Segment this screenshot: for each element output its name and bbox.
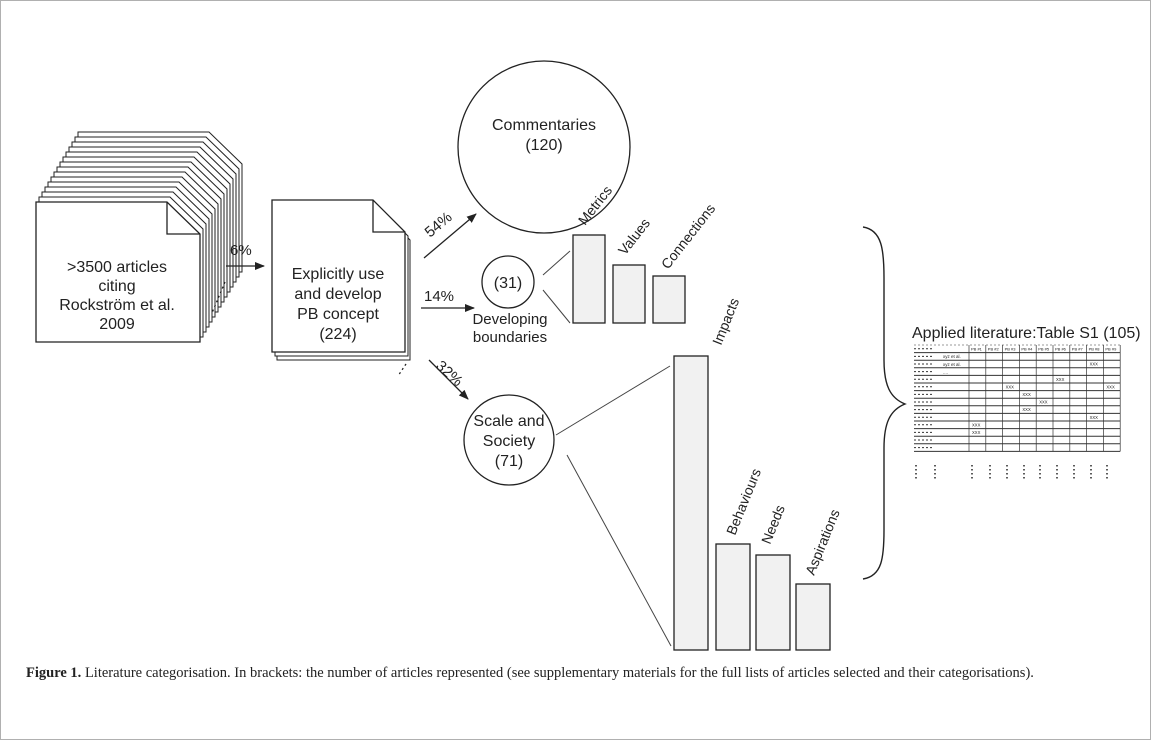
source-text-line-4: 2009 bbox=[99, 316, 135, 333]
source-text-line-3: Rockström et al. bbox=[59, 297, 175, 314]
scale-label-line-3: (71) bbox=[495, 453, 523, 470]
table-col-header: PB #2 bbox=[988, 347, 1000, 352]
branch-commentaries: 54% Commentaries (120) bbox=[422, 60, 631, 259]
table-col-header: PB #5 bbox=[1038, 347, 1050, 352]
table-cell-mark: XXX bbox=[1106, 384, 1115, 389]
source-text-line-1: >3500 articles bbox=[67, 259, 167, 276]
arrow-to-pb: 6% bbox=[211, 242, 265, 314]
pb-text-line-3: PB concept bbox=[297, 306, 379, 323]
bar-metrics bbox=[572, 234, 606, 324]
caption-label: Figure 1. bbox=[26, 665, 82, 681]
table-cell-mark: XXX bbox=[1022, 407, 1031, 412]
developing-circle bbox=[481, 255, 535, 309]
bar-label-values: Values bbox=[615, 215, 653, 258]
developing-count: (31) bbox=[494, 275, 522, 292]
table-title: Applied literature:Table S1 (105) bbox=[912, 325, 1141, 342]
table-row-label: xyz et al. bbox=[943, 354, 961, 359]
table-col-header: PB #3 bbox=[1005, 347, 1017, 352]
bar-label-needs: Needs bbox=[758, 503, 788, 547]
table-grid: PB #1 PB #2 PB #3 PB #4 PB #5 PB #6 PB #7 PB #8… bbox=[914, 344, 1121, 481]
bar-needs bbox=[755, 554, 791, 651]
figure-caption: Figure 1. Literature categorisation. In … bbox=[26, 663, 1126, 683]
pb-concept-document: Explicitly use and develop PB concept (2… bbox=[271, 199, 411, 377]
table-row-label: xyz et al. bbox=[943, 362, 961, 367]
curly-brace bbox=[862, 226, 907, 580]
scale-label-line-1: Scale and bbox=[473, 413, 544, 430]
table-cell-mark: XXX bbox=[972, 422, 981, 427]
percent-32: 32% bbox=[432, 357, 466, 390]
table-cell-mark: XXX bbox=[1056, 377, 1065, 382]
scale-label-line-2: Society bbox=[483, 433, 535, 450]
bar-impacts bbox=[673, 355, 709, 651]
developing-label-line-1: Developing bbox=[472, 311, 547, 328]
bar-label-aspirations: Aspirations bbox=[802, 507, 843, 577]
table-cell-mark: XXX bbox=[972, 430, 981, 435]
table-cell-mark: XXX bbox=[1006, 384, 1015, 389]
caption-text: Literature categorisation. In brackets: … bbox=[81, 665, 1034, 681]
table-cell-mark: XXX bbox=[1090, 362, 1099, 367]
table-col-header: PB #6 bbox=[1055, 347, 1067, 352]
bar-label-behaviours: Behaviours bbox=[723, 466, 764, 537]
table-col-header: PB #9 bbox=[1105, 347, 1117, 352]
scale-society-circle bbox=[463, 394, 555, 486]
source-text-line-2: citing bbox=[98, 278, 135, 295]
commentaries-label: Commentaries bbox=[492, 117, 596, 134]
bar-label-connections: Connections bbox=[658, 201, 719, 272]
bar-values bbox=[612, 264, 646, 324]
source-document: >3500 articles citing Rockström et al. 2… bbox=[35, 201, 201, 343]
table-col-header: PB #7 bbox=[1072, 347, 1084, 352]
table-cell-mark: XXX bbox=[1039, 400, 1048, 405]
table-col-header: PB #8 bbox=[1089, 347, 1101, 352]
table-cell-mark: XXX bbox=[1022, 392, 1031, 397]
pb-text-line-2: and develop bbox=[294, 286, 381, 303]
developing-label-line-2: boundaries bbox=[473, 329, 547, 346]
pb-text-line-1: Explicitly use bbox=[292, 266, 385, 283]
table-cell-mark: XXX bbox=[1090, 415, 1099, 420]
bar-behaviours bbox=[715, 543, 751, 651]
bar-connections bbox=[652, 275, 686, 324]
percent-14: 14% bbox=[424, 288, 454, 305]
commentaries-count: (120) bbox=[525, 137, 562, 154]
table-row-label: .... bbox=[943, 369, 948, 374]
table-col-header: PB #4 bbox=[1021, 347, 1033, 352]
bar-label-impacts: Impacts bbox=[709, 296, 742, 347]
commentaries-circle bbox=[457, 60, 631, 234]
table-col-header: PB #1 bbox=[971, 347, 983, 352]
percent-6: 6% bbox=[230, 242, 252, 259]
branch-scale-society: 32% Scale and Society (71) Impacts Behav… bbox=[428, 296, 843, 651]
bar-aspirations bbox=[795, 583, 831, 651]
pb-text-line-4: (224) bbox=[319, 326, 356, 343]
